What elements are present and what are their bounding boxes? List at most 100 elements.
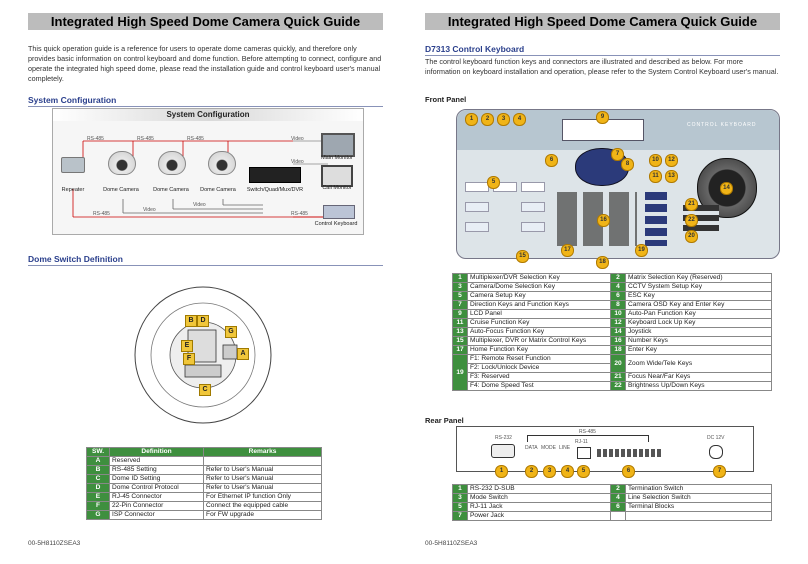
wire-label: RS-485 [137, 136, 154, 142]
kb-badge: 21 [685, 198, 698, 211]
dvr-shape [249, 167, 301, 183]
table-header: SW. [86, 447, 110, 457]
key-desc: Enter Key [625, 345, 772, 355]
port-num: 3 [452, 493, 468, 503]
switch-label-a: A [237, 348, 249, 360]
port-num: 4 [610, 493, 626, 503]
device-label: Dome Camera [103, 187, 139, 193]
sw-id: D [86, 483, 110, 493]
kb-badge: 12 [665, 154, 678, 167]
dome-switch-diagram: B D G E F A C [133, 285, 273, 425]
dome-camera-shape [158, 151, 186, 175]
kb-key[interactable] [521, 182, 545, 192]
diagram-banner: System Configuration [53, 109, 363, 121]
wire-label: RS-485 [87, 136, 104, 142]
key-desc: Direction Keys and Function Keys [467, 300, 611, 310]
rear-label: DC 12V [707, 435, 725, 441]
wire-label: RS-485 [291, 211, 308, 217]
sw-remarks: For FW upgrade [203, 510, 322, 520]
sw-remarks: Refer to User's Manual [203, 474, 322, 484]
key-num: 13 [452, 327, 468, 337]
rear-label: RS-232 [495, 435, 512, 441]
rs232-port [491, 444, 515, 458]
kb-key[interactable] [521, 222, 545, 232]
sw-remarks [203, 456, 322, 466]
kb-badge: 9 [596, 111, 609, 124]
key-desc-line: F4: Dome Speed Test [467, 381, 611, 391]
kb-badge: 5 [487, 176, 500, 189]
kb-key[interactable] [521, 202, 545, 212]
device-label: Switch/Quad/Mux/DVR [246, 187, 304, 193]
sw-id: A [86, 456, 110, 466]
keyboard-front-panel: CONTROL KEYBOARD 1 2 3 4 9 5 6 7 8 10 11… [456, 109, 780, 269]
terminal-blocks [597, 449, 663, 457]
table-header: Definition [108, 447, 205, 457]
kb-badge: 10 [649, 154, 662, 167]
rear-label: DATA [525, 445, 538, 451]
key-num: 10 [610, 309, 626, 319]
port-desc: Mode Switch [467, 493, 611, 503]
kb-badge: 15 [516, 250, 529, 263]
key-desc: Brightness Up/Down Keys [625, 381, 772, 391]
right-footer: 00-5H8110ZSEA3 [425, 540, 478, 547]
sw-definition: RS-485 Setting [108, 465, 205, 475]
switch-label-d: D [197, 315, 209, 327]
kb-badge: 11 [649, 170, 662, 183]
kb-badge: 3 [497, 113, 510, 126]
rear-label: MODE [541, 445, 556, 451]
repeater-shape [61, 157, 85, 173]
key-num: 20 [610, 354, 626, 373]
kb-direction-ring[interactable] [575, 148, 629, 186]
kb-badge: 6 [545, 154, 558, 167]
switch-label-c: C [199, 384, 211, 396]
kb-left-keys [465, 182, 545, 242]
dome-switch-heading: Dome Switch Definition [28, 254, 383, 266]
kb-badge: 20 [685, 230, 698, 243]
kb-badge: 14 [720, 182, 733, 195]
key-desc: Matrix Selection Key (Reserved) [625, 273, 772, 283]
key-num: 21 [610, 372, 626, 382]
kb-brand: CONTROL KEYBOARD [687, 122, 757, 128]
rear-label: RS-485 [579, 429, 596, 435]
rear-panel-label: Rear Panel [425, 416, 464, 425]
table-row: 19 F1: Remote Reset Function 20 Zoom Wid… [452, 354, 772, 391]
key-desc: Focus Near/Far Keys [625, 372, 772, 382]
device-label: Dome Camera [200, 187, 236, 193]
kb-key[interactable] [465, 182, 489, 192]
right-title: Integrated High Speed Dome Camera Quick … [425, 13, 780, 30]
keyboard-rear-panel: RS-232 RS-485 DATA MODE LINE RJ-11 DC 12… [456, 426, 754, 478]
key-num: 9 [452, 309, 468, 319]
sys-config-heading: System Configuration [28, 95, 383, 107]
kb-key[interactable] [465, 202, 489, 212]
key-num: 19 [452, 354, 468, 391]
kb-key[interactable] [465, 222, 489, 232]
port-desc: Terminal Blocks [625, 502, 772, 512]
device-label: Dome Camera [153, 187, 189, 193]
key-num: 11 [452, 318, 468, 328]
kb-badge: 18 [596, 256, 609, 269]
rear-badge: 6 [622, 465, 635, 478]
key-desc: Multiplexer/DVR Selection Key [467, 273, 611, 283]
key-desc: LCD Panel [467, 309, 611, 319]
sw-remarks: Connect the equipped cable [203, 501, 322, 511]
key-num: 5 [452, 291, 468, 301]
intro-paragraph: This quick operation guide is a referenc… [28, 44, 382, 83]
rs485-bracket [527, 435, 649, 442]
wire-label: Video [143, 207, 156, 213]
kb-badge: 19 [635, 244, 648, 257]
key-desc: Keyboard Lock Up Key [625, 318, 772, 328]
port-num: 2 [610, 484, 626, 494]
rear-badge: 5 [577, 465, 590, 478]
key-desc: Auto-Pan Function Key [625, 309, 772, 319]
kb-badge: 17 [561, 244, 574, 257]
